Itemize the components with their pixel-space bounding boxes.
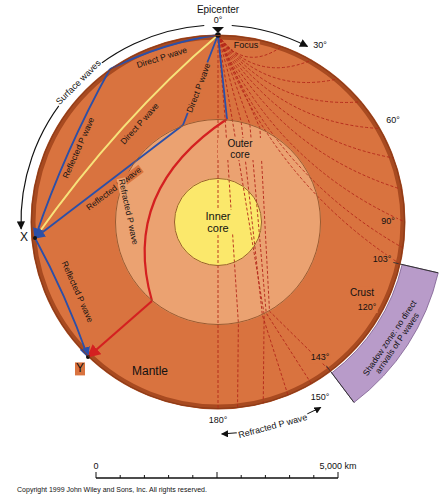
- degree-label: 150°: [310, 393, 331, 403]
- ray-path: [218, 35, 338, 83]
- scale-tick: [241, 475, 242, 478]
- outer-core-region: Outer coreInner core: [115, 119, 321, 325]
- region-outline: [32, 36, 405, 409]
- region-label: Mantle: [131, 365, 169, 378]
- wave-label: Reflected P wave: [61, 115, 97, 181]
- degree-label: 180°: [208, 416, 229, 426]
- wave-label: Refracted P wave: [237, 413, 310, 441]
- degree-label: 120°: [357, 303, 378, 313]
- refracted-ray-path: [218, 35, 331, 371]
- scale-tick: [338, 472, 339, 478]
- degree-label: 90°: [380, 217, 396, 227]
- mantle-region: Mantle Outer coreInner core: [31, 35, 405, 409]
- scale-tick: [313, 475, 314, 478]
- degree-label: 0°: [213, 16, 224, 26]
- scale-tick: [120, 475, 121, 478]
- scale-tick: [168, 475, 169, 478]
- wave-label: Reflected P wave: [84, 165, 144, 213]
- ray-path: [218, 35, 403, 248]
- layer-label: Crust: [349, 287, 375, 298]
- reflected-p-wave: [35, 125, 183, 238]
- station-label: X: [19, 231, 29, 244]
- scale-label: 0: [92, 462, 99, 472]
- refracted-p-wave: [88, 301, 152, 357]
- mantle-fill: [31, 35, 405, 409]
- degree-label: 30°: [312, 41, 328, 51]
- degree-label: 60°: [385, 116, 401, 126]
- station-dot: [33, 236, 37, 240]
- scale-tick: [144, 475, 145, 478]
- region-outline: [175, 179, 262, 266]
- direct-p-wave: [183, 35, 218, 125]
- wave-label: Direct P wave: [185, 61, 213, 115]
- wave-label: Direct P wave: [135, 45, 190, 70]
- region-label: Outer core: [218, 138, 262, 160]
- scale-tick: [265, 475, 266, 478]
- region-outline: [116, 120, 321, 325]
- shadow-zone-band: [332, 265, 438, 403]
- ray-path: [218, 35, 405, 222]
- wave-label: Direct P wave: [118, 101, 161, 148]
- ray-path: [218, 35, 400, 264]
- scale-tick: [192, 475, 193, 478]
- scale-tick: [96, 472, 97, 478]
- region-label: Inner core: [195, 210, 241, 234]
- scale-tick: [217, 472, 218, 478]
- scale-label: 5,000 km: [318, 462, 357, 472]
- wave-label: Reflected P wave: [59, 259, 95, 325]
- surface-wave-label: Surface waves: [54, 58, 104, 108]
- epicenter-label: Epicenter: [196, 4, 240, 15]
- outer-core-fill: [115, 119, 321, 325]
- wave-label: Refracted P wave: [116, 177, 139, 246]
- degree-label: 143°: [310, 353, 331, 363]
- copyright-note: Copyright 1999 John Wiley and Sons, Inc.…: [16, 486, 208, 494]
- ray-path: [218, 35, 361, 102]
- direct-p-wave: [218, 35, 227, 119]
- station-label: Y: [75, 362, 85, 375]
- scale-tick: [289, 475, 290, 478]
- focus-label: Focus: [233, 41, 260, 51]
- epicenter-marker: [212, 27, 224, 33]
- degree-label: 103°: [372, 255, 393, 265]
- inner-core-region: Inner core: [174, 178, 262, 266]
